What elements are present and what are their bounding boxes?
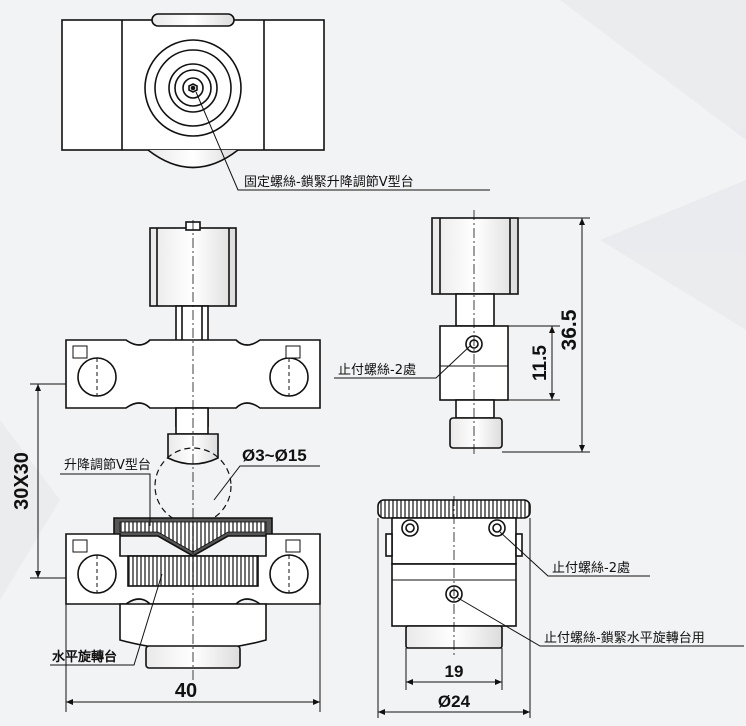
dim-36-5 <box>502 217 590 453</box>
dim-24-text: Ø24 <box>438 692 471 711</box>
dim-24 <box>377 518 531 718</box>
side-base <box>449 417 503 449</box>
rotation-stage-label: 水平旋轉台 <box>52 649 117 665</box>
dim-30x30 <box>30 383 66 579</box>
top-view <box>61 13 325 169</box>
side-view <box>431 217 519 449</box>
range-text: Ø3~Ø15 <box>242 446 307 465</box>
dim-36-5-text: 36.5 <box>558 309 581 350</box>
workpiece-circle <box>154 447 232 525</box>
dim-30x30-text: 30X30 <box>11 452 33 510</box>
dim-40-text: 40 <box>175 680 197 702</box>
side-screw-leader <box>334 345 471 379</box>
range-leader <box>213 465 320 501</box>
front-view <box>65 221 321 669</box>
dim-19-text: 19 <box>445 662 464 681</box>
vblock-leader <box>60 473 151 526</box>
lower-right-bolt <box>269 554 309 594</box>
top-screw-leader <box>195 91 490 191</box>
background-facets <box>0 0 746 600</box>
lower-left-bolt <box>77 554 117 594</box>
right-screw-lock-label: 止付螺絲-鎖緊水平旋轉台用 <box>544 630 705 646</box>
right-screw-leader <box>499 531 650 577</box>
side-screw-cap <box>431 217 519 295</box>
dim-40 <box>65 604 321 712</box>
vblock-label: 升降調節V型台 <box>64 458 151 473</box>
upper-left-bolt <box>77 357 117 397</box>
top-screw-label: 固定螺絲-鎖緊升降調節V型台 <box>244 174 414 190</box>
dim-19 <box>405 648 503 690</box>
right-screw-label: 止付螺絲-2處 <box>552 561 630 576</box>
upper-right-bolt <box>269 357 309 397</box>
right-screw-lock-leader <box>457 597 744 647</box>
dim-11-5 <box>508 325 560 401</box>
side-screw-label: 止付螺絲-2處 <box>338 363 416 378</box>
rotation-leader <box>50 573 163 666</box>
dim-11-5-text: 11.5 <box>530 345 551 381</box>
